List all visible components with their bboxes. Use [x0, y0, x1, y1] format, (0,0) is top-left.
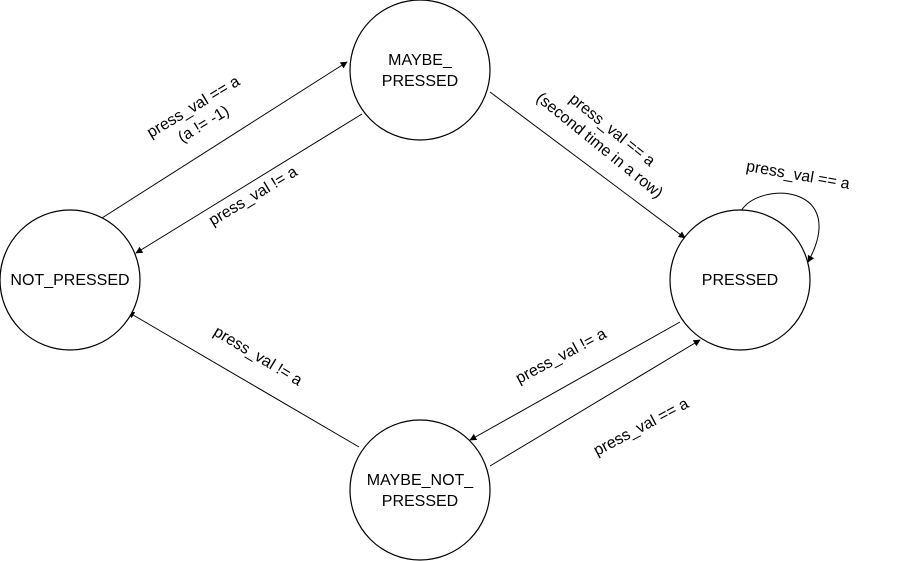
state-pressed: PRESSED — [669, 209, 811, 351]
label-maybe-not-to-pressed-text: press_val == a — [591, 395, 692, 459]
label-maybe-pressed-to-pressed: press_val == a (second time in a row) — [533, 90, 666, 202]
state-maybe-not-pressed-line2: PRESSED — [382, 493, 458, 510]
label-pressed-to-maybe-not-text: press_val != a — [513, 325, 609, 387]
edge-maybe-not-pressed-to-pressed — [489, 339, 701, 467]
label-pressed-to-maybe-not: press_val != a — [513, 325, 609, 387]
label-pressed-self-loop-text: press_val == a — [745, 158, 851, 193]
state-maybe-pressed: MAYBE_ PRESSED — [349, 0, 491, 141]
edge-maybe-pressed-to-pressed — [489, 91, 686, 239]
state-maybe-pressed-line2: PRESSED — [382, 73, 458, 90]
state-maybe-pressed-line1: MAYBE_ — [388, 52, 453, 69]
state-not-pressed-label: NOT_PRESSED — [10, 272, 129, 289]
state-maybe-not-pressed: MAYBE_NOT_ PRESSED — [349, 419, 491, 561]
label-maybe-pressed-to-not: press_val != a — [206, 163, 301, 229]
edge-pressed-to-maybe-not-pressed — [469, 321, 681, 441]
edge-not-to-maybe-pressed — [101, 61, 348, 219]
edge-maybe-pressed-to-not — [135, 113, 363, 254]
edge-pressed-self-loop — [740, 192, 820, 263]
label-pressed-self-loop: press_val == a — [745, 158, 851, 193]
label-maybe-not-to-not: press_val != a — [210, 323, 305, 389]
state-maybe-not-pressed-line1: MAYBE_NOT_ — [367, 472, 475, 489]
edge-maybe-not-pressed-to-not — [127, 311, 360, 448]
state-pressed-label: PRESSED — [702, 272, 778, 289]
label-maybe-not-to-not-text: press_val != a — [210, 323, 305, 389]
label-maybe-pressed-to-not-text: press_val != a — [206, 163, 301, 229]
label-not-to-maybe-pressed: press_val == a (a != -1) — [144, 73, 243, 146]
label-maybe-not-to-pressed: press_val == a — [591, 395, 692, 459]
state-not-pressed: NOT_PRESSED — [0, 209, 141, 351]
